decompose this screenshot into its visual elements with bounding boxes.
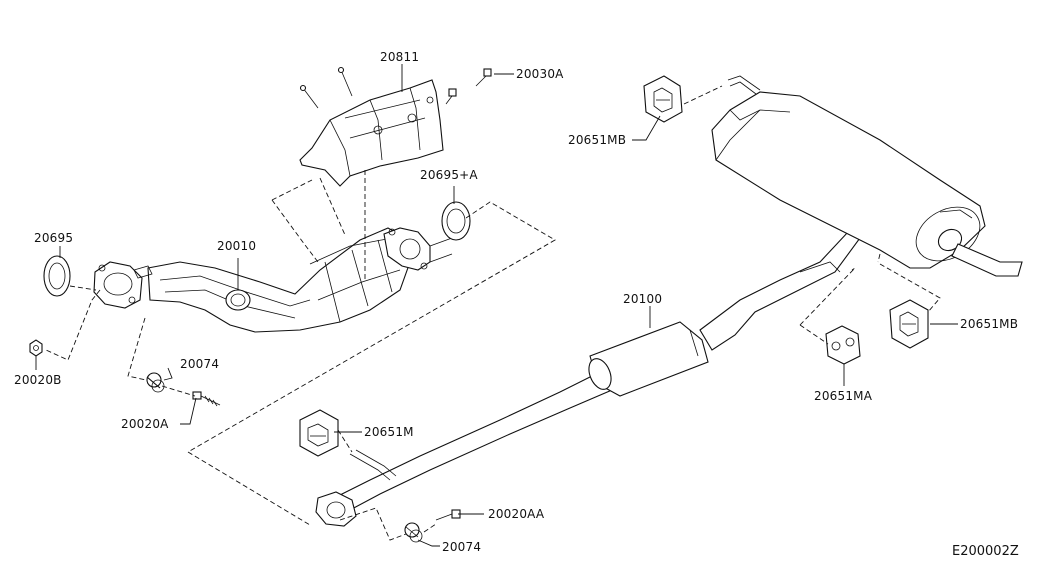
mounting-rubber-top[interactable] — [643, 75, 683, 123]
bolt-front-part[interactable] — [192, 391, 221, 407]
spring-center-part[interactable] — [404, 522, 423, 543]
bolt-center-part[interactable] — [435, 509, 461, 521]
heat-insulator-part[interactable] — [299, 79, 444, 187]
gasket-front[interactable] — [43, 255, 71, 297]
nut-part[interactable] — [29, 339, 43, 357]
gasket-rear[interactable] — [441, 201, 471, 241]
assembly-dashed-lines — [45, 85, 941, 541]
mounting-rubber-a[interactable] — [825, 325, 861, 365]
label-gasket: 20695 — [34, 231, 74, 245]
label-bolt-front: 20020A — [121, 417, 169, 431]
label-nut: 20020B — [14, 373, 62, 387]
label-mounting-rubber-rear: 20651MB — [960, 317, 1019, 331]
label-spring-center: 20074 — [442, 540, 482, 554]
center-tube-part[interactable] — [315, 231, 861, 527]
three-way-catalyst-part[interactable] — [93, 227, 453, 333]
mounting-rubber-rear-right[interactable] — [889, 299, 929, 349]
label-gasket-plus-a: 20695+A — [420, 168, 478, 182]
label-spring-front: 20074 — [180, 357, 220, 371]
label-three-way-catalyst: 20010 — [217, 239, 257, 253]
label-heat-insulator: 20811 — [380, 50, 420, 64]
spring-front-part[interactable] — [146, 372, 165, 393]
label-mounting-rubber-a: 20651MA — [814, 389, 873, 403]
mounting-rubber-front[interactable] — [299, 409, 339, 457]
label-mounting-rubber-b: 20651MB — [568, 133, 627, 147]
insulator-bolts[interactable] — [299, 66, 492, 109]
leader-lines — [35, 64, 958, 547]
label-bolt-insulator: 20030A — [516, 67, 564, 81]
label-mounting-rubber: 20651M — [364, 425, 414, 439]
label-bolt-center: 20020AA — [488, 507, 545, 521]
main-muffler-part[interactable] — [711, 75, 1023, 277]
label-center-tube: 20100 — [623, 292, 663, 306]
diagram-id: E200002Z — [952, 544, 1019, 559]
